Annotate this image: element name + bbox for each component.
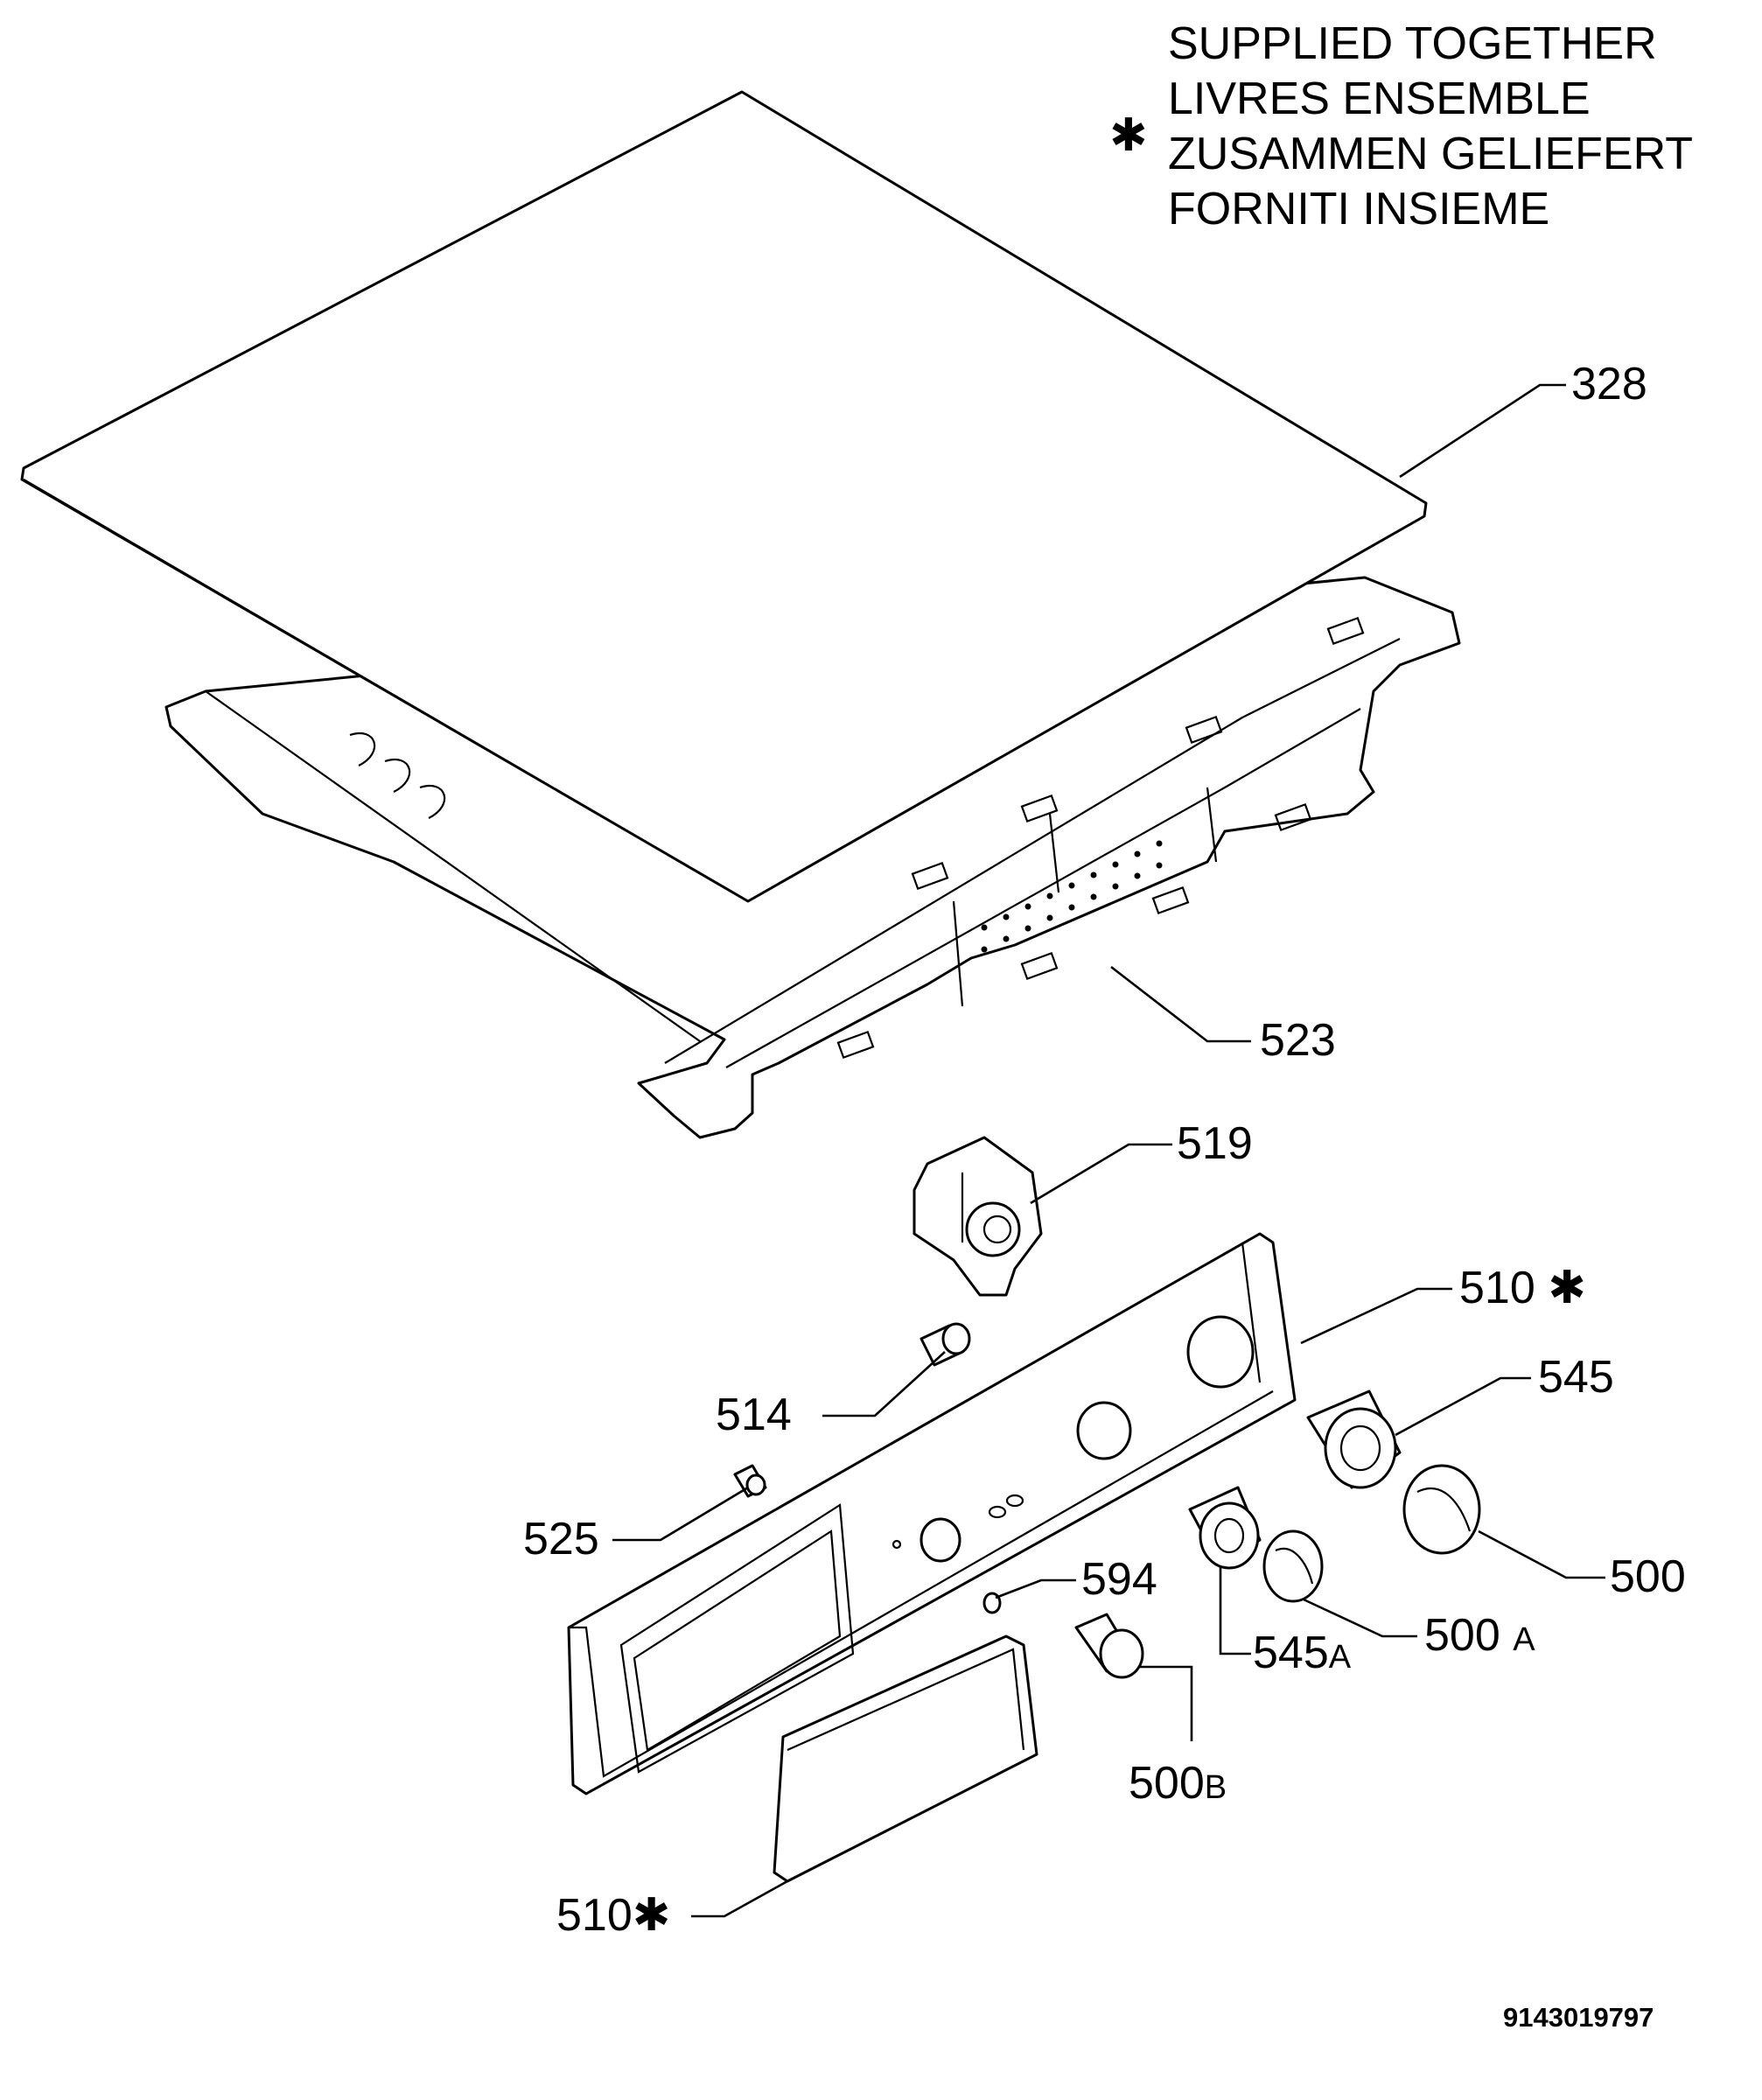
leader-519 xyxy=(1030,1143,1172,1205)
vent-holes xyxy=(981,840,1163,953)
part-545A-switch xyxy=(1188,1486,1262,1570)
leader-545 xyxy=(1395,1376,1531,1437)
drawing-code: 9143019797 xyxy=(1503,2002,1654,2033)
part-545-switch xyxy=(1306,1390,1402,1489)
callout-514: 514 xyxy=(716,1390,792,1440)
legend-line-de: ZUSAMMEN GELIEFERT xyxy=(1168,129,1693,179)
part-519-bracket xyxy=(912,1136,1043,1297)
part-500B-button xyxy=(1074,1613,1144,1679)
leader-500B xyxy=(1139,1665,1193,1741)
callout-500B: 500B xyxy=(1129,1758,1227,1809)
callout-328: 328 xyxy=(1571,359,1647,410)
legend: ✱ SUPPLIED TOGETHER LIVRES ENSEMBLE ZUSA… xyxy=(1109,18,1693,234)
part-510-control-panel xyxy=(567,1232,1297,1796)
legend-line-it: FORNITI INSIEME xyxy=(1168,184,1549,234)
callout-500A: 500 A xyxy=(1424,1610,1535,1661)
part-328-top-panel xyxy=(20,90,1428,903)
leader-525 xyxy=(612,1486,749,1542)
leader-523 xyxy=(1110,965,1251,1043)
callout-594: 594 xyxy=(1081,1554,1157,1605)
callout-519: 519 xyxy=(1177,1118,1253,1169)
leader-514 xyxy=(822,1351,946,1418)
part-510-drawer-handle xyxy=(773,1634,1038,1883)
callouts: 328 523 519 510 ✱ 514 545 525 594 500 54… xyxy=(523,359,1686,1941)
callout-510-top: 510 ✱ xyxy=(1459,1263,1586,1313)
legend-asterisk: ✱ xyxy=(1109,110,1148,161)
leader-545A xyxy=(1219,1566,1251,1656)
callout-545A: 545A xyxy=(1253,1628,1352,1678)
leader-510-top xyxy=(1300,1287,1452,1345)
leader-510-bottom xyxy=(691,1880,788,1918)
callout-525: 525 xyxy=(523,1514,599,1564)
callout-545: 545 xyxy=(1538,1352,1614,1403)
part-500-knob xyxy=(1402,1464,1481,1555)
leader-594 xyxy=(995,1578,1076,1600)
leader-500 xyxy=(1478,1530,1605,1579)
leader-328 xyxy=(1399,383,1566,479)
leader-lines xyxy=(612,383,1605,1918)
callout-510-bottom: 510✱ xyxy=(556,1890,670,1941)
part-525-lamp xyxy=(733,1464,767,1498)
legend-line-fr: LIVRES ENSEMBLE xyxy=(1168,74,1591,124)
legend-line-en: SUPPLIED TOGETHER xyxy=(1168,18,1657,69)
leader-500A xyxy=(1303,1598,1417,1638)
part-514-bushing xyxy=(919,1322,971,1367)
part-500A-knob xyxy=(1262,1530,1324,1603)
callout-500: 500 xyxy=(1610,1551,1686,1602)
callout-523: 523 xyxy=(1260,1015,1336,1066)
